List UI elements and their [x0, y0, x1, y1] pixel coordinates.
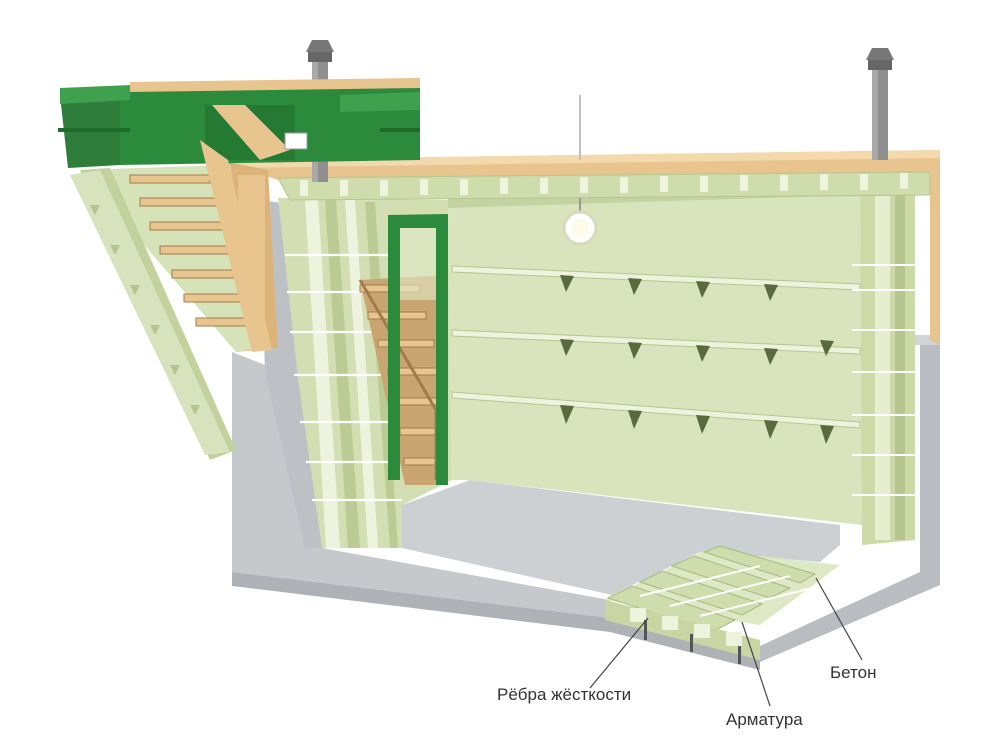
back-wall: [448, 180, 862, 525]
ribs-label: Рёбра жёсткости: [497, 685, 631, 704]
right-wall: [860, 180, 915, 545]
concrete-label: Бетон: [830, 663, 876, 682]
entrance-hatch: [58, 78, 420, 168]
rebar-label: Арматура: [726, 710, 803, 729]
vent-pipe-right: [866, 48, 894, 160]
